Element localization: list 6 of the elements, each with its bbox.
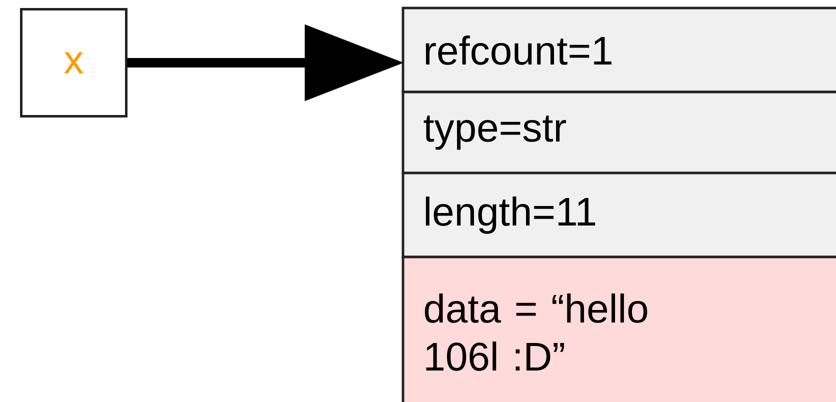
field-cell: refcount=1: [402, 6, 836, 94]
data-cell: data = “hello 106l :D”: [402, 256, 836, 402]
field-cell: length=11: [402, 172, 836, 258]
arrow: [127, 24, 404, 101]
field-cell: type=str: [402, 90, 836, 174]
variable-box: x: [20, 8, 128, 118]
